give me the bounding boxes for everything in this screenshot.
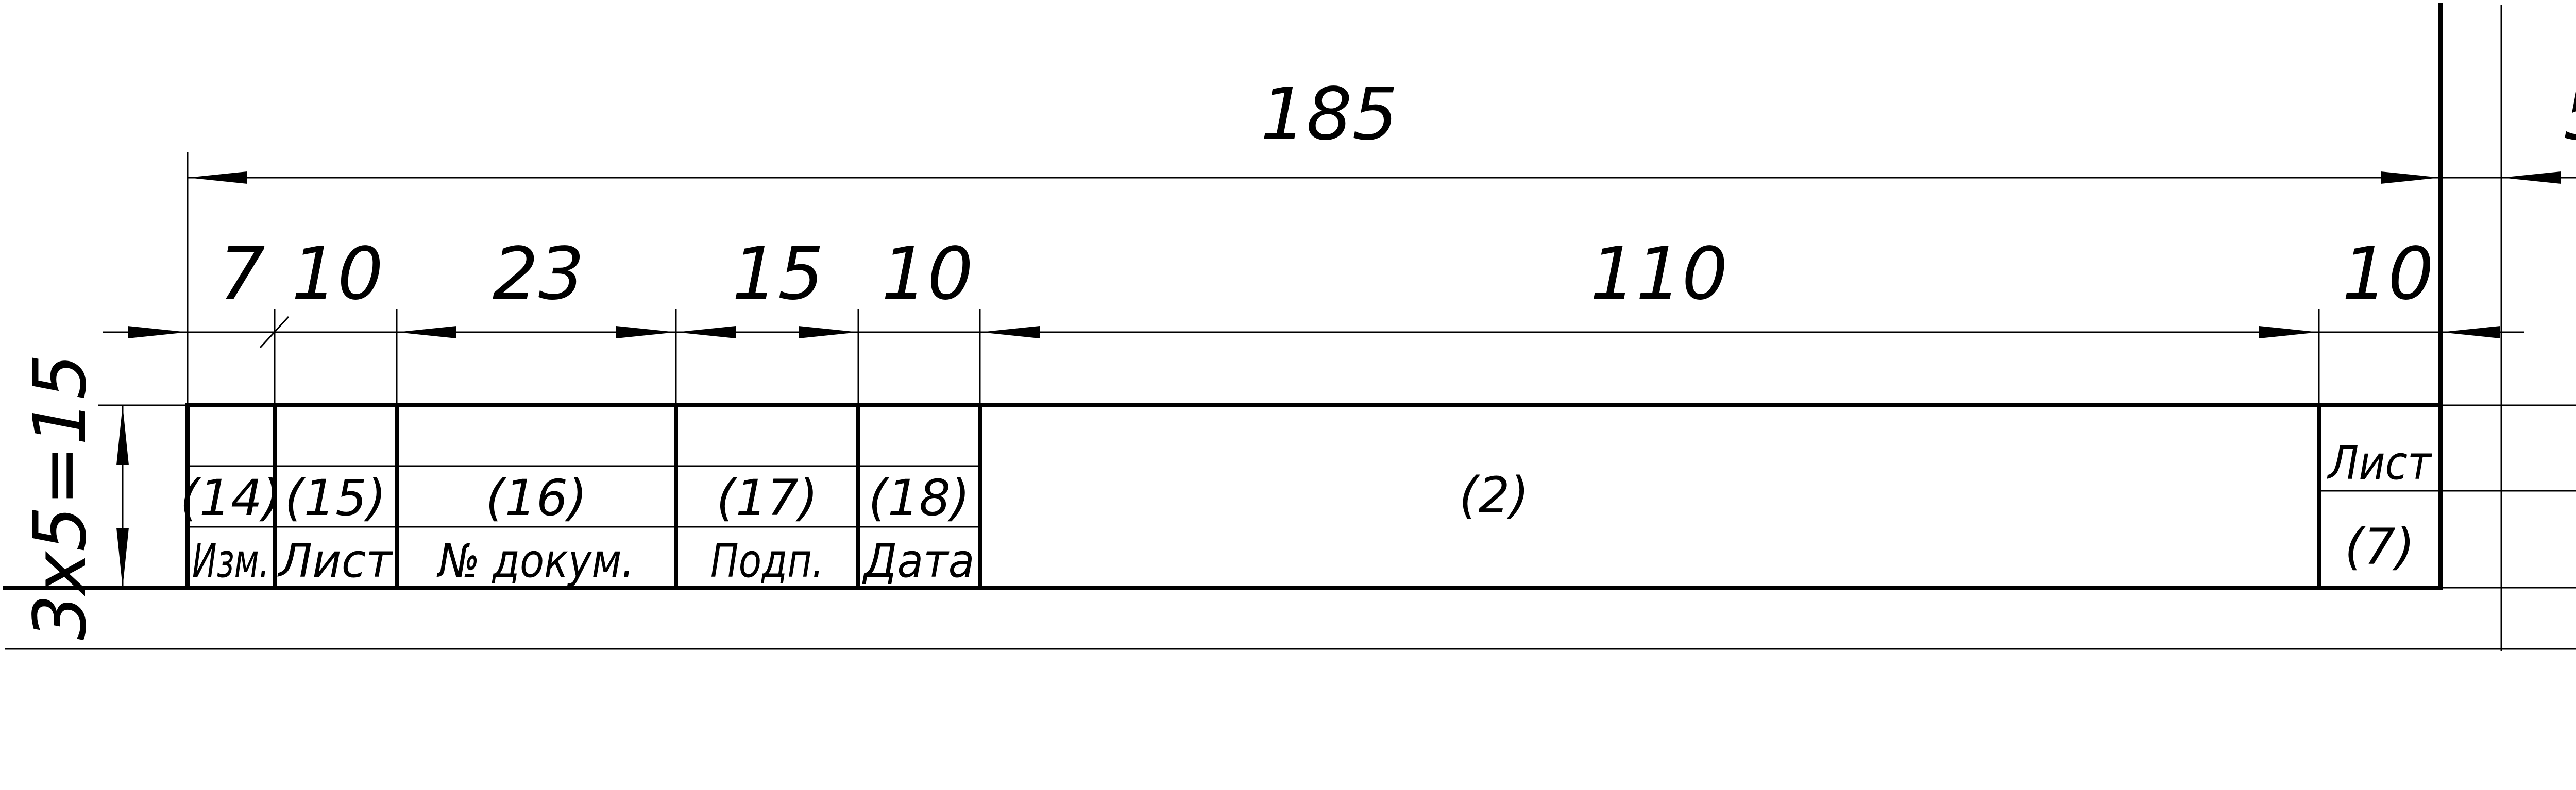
- arrow-col-7-outer: [128, 326, 188, 338]
- cell-ref-sheet: (7): [2345, 518, 2415, 576]
- label-sheet: Лист: [2327, 436, 2432, 490]
- arrow-col-10-outer: [2441, 326, 2500, 338]
- arrow-height-bottom: [116, 528, 129, 588]
- arrow-margin-5: [2501, 171, 2561, 184]
- arrow-col-23-right: [616, 326, 676, 338]
- dim-label-col-podp: 15: [732, 232, 824, 316]
- cell-ref-data: (18): [868, 469, 970, 527]
- arrow-col-110-right: [2259, 326, 2319, 338]
- dim-label-col-list: 10: [292, 232, 383, 316]
- arrowheads: [116, 171, 2561, 588]
- dim-label-col-sheet: 10: [2342, 232, 2434, 316]
- dim-label-col-izm: 7: [219, 232, 265, 316]
- dimension-lines: [103, 177, 2576, 588]
- dim-label-col-dokum: 23: [493, 232, 584, 316]
- tick-mark-1: [259, 316, 290, 349]
- label-data: Дата: [862, 534, 975, 588]
- dim-label-row-total: 3x5=15: [19, 354, 103, 640]
- arrow-col-15-left: [676, 326, 736, 338]
- dim-label-185: 185: [1260, 73, 1398, 157]
- arrow-height-top: [116, 405, 129, 465]
- extension-lines: [5, 5, 2576, 651]
- arrow-185-left: [188, 171, 247, 184]
- cell-ref-dokum: (16): [485, 469, 587, 527]
- label-dokum: № докум.: [437, 534, 634, 588]
- arrow-col-110-left: [980, 326, 1040, 338]
- arrow-185-right: [2381, 171, 2441, 184]
- cell-ref-list: (15): [284, 469, 386, 527]
- dimension-labels: 185 5 7 10 23 15 10 110 10 3x5=15 7 8 5: [19, 73, 2576, 640]
- dim-label-col-data: 10: [882, 232, 973, 316]
- title-block-rows: [188, 465, 2441, 528]
- cell-references: (14) (15) (16) (17) (18) (2) (7): [180, 467, 2415, 576]
- label-podp: Подп.: [710, 534, 824, 588]
- cell-ref-main: (2): [1459, 467, 1529, 524]
- cell-ref-podp: (17): [716, 469, 818, 527]
- dim-label-right-margin: 5: [2563, 73, 2576, 157]
- column-labels: Изм. Лист № докум. Подп. Дата Лист: [192, 436, 2432, 588]
- arrow-col-23-left: [397, 326, 456, 338]
- label-list: Лист: [277, 534, 393, 588]
- label-izm: Изм.: [192, 534, 269, 588]
- dim-label-col-main: 110: [1590, 232, 1727, 316]
- cell-ref-izm: (14): [180, 469, 281, 527]
- arrow-col-15-right: [799, 326, 858, 338]
